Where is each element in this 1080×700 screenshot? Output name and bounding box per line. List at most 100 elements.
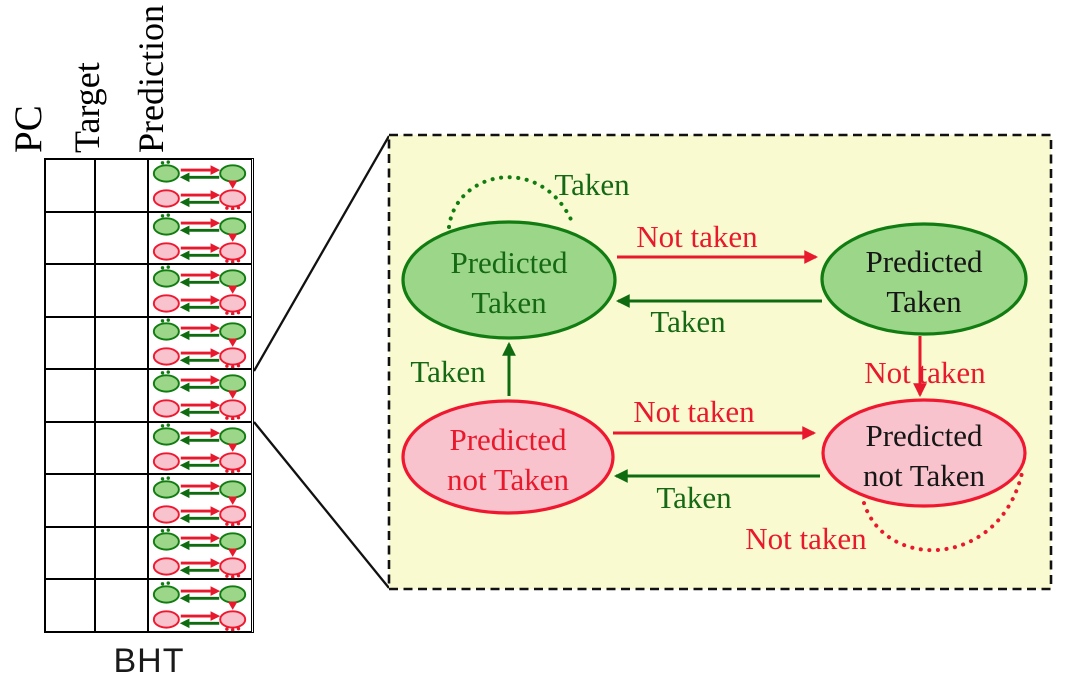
column-header-pc: PC [7, 105, 50, 153]
mini-down-arrow [227, 338, 238, 347]
two-bit-predictor-mini-fsm-icon [152, 528, 247, 579]
bht-cell-pc-row7 [45, 474, 95, 527]
mini-taken-selfloop-dots [160, 371, 165, 376]
bht-cell-prediction-row9 [148, 579, 252, 632]
mini-not-taken-arrow [210, 533, 221, 544]
bht-cell-target-row9 [95, 579, 148, 632]
mini-strong-taken-state [152, 374, 180, 394]
mini-taken-arrow [179, 540, 190, 551]
transition-label-weak-taken-to-strong-taken: Taken [650, 304, 726, 339]
state-label-predicted-taken-strong-line1: Predicted [450, 245, 568, 280]
mini-not-taken-arrow [210, 165, 221, 176]
mini-taken-arrow [179, 488, 190, 498]
two-bit-predictor-mini-fsm-icon [152, 213, 247, 263]
mini-strong-not-taken-state [152, 557, 180, 576]
mini-weak-taken-state [219, 532, 247, 551]
mini-weak-taken-state [219, 217, 247, 236]
transition-label-strong-not-taken-to-strong-taken: Taken [410, 354, 486, 389]
bht-cell-prediction-row2 [148, 211, 252, 265]
mini-not-taken-selfloop-dots [225, 521, 229, 526]
bht-cell-target-row6 [95, 421, 148, 475]
fsm-panel-background [387, 133, 1053, 591]
mini-down-arrow [227, 233, 238, 242]
mini-not-taken-arrow [210, 323, 221, 333]
mini-strong-not-taken-state [152, 347, 180, 366]
bht-cell-pc-row8 [45, 526, 95, 580]
mini-not-taken-selfloop-dots [225, 574, 229, 578]
two-bit-predictor-mini-fsm-icon [152, 475, 247, 526]
two-bit-predictor-mini-fsm-icon [152, 318, 247, 368]
mini-down-arrow [227, 548, 238, 558]
mini-taken-selfloop-dots [160, 213, 165, 218]
state-predicted-not-taken-strong [401, 399, 615, 515]
state-label-predicted-not-taken-weak-line1: Predicted [865, 418, 983, 453]
mini-not-taken-selfloop-dots [225, 259, 229, 263]
mini-not-taken-selfloop-dots [225, 311, 229, 316]
mini-taken-selfloop-dots [160, 529, 165, 533]
mini-strong-taken-state [152, 322, 180, 341]
mini-down-arrow [227, 443, 238, 452]
bht-cell-target-row3 [95, 264, 148, 317]
bht-cell-prediction-row3 [148, 264, 252, 317]
mini-not-taken-selfloop-dots [225, 627, 229, 631]
mini-taken-selfloop-dots [160, 161, 165, 165]
mini-taken-selfloop-dots [160, 476, 165, 481]
state-label-predicted-not-taken-strong-line2: not Taken [447, 462, 570, 497]
mini-weak-not-taken-state [219, 504, 247, 524]
mini-down-arrow [227, 286, 238, 295]
bht-cell-target-row1 [95, 159, 148, 212]
mini-strong-taken-state [152, 585, 180, 604]
mini-weak-not-taken-state [219, 189, 247, 208]
mini-strong-taken-state [152, 427, 180, 446]
mini-down-arrow [227, 180, 238, 190]
zoom-connector-lines [253, 135, 390, 589]
mini-not-taken-arrow [210, 586, 221, 596]
mini-down-arrow [227, 601, 238, 610]
mini-weak-taken-state [219, 269, 247, 288]
state-label-predicted-not-taken-weak-line2: not Taken [863, 458, 986, 493]
two-bit-predictor-mini-fsm-icon [152, 581, 247, 631]
two-bit-predictor-mini-fsm-icon [152, 160, 247, 211]
zoom-line-top [253, 135, 390, 372]
mini-not-taken-arrow [210, 375, 221, 386]
mini-strong-taken-state [152, 479, 180, 499]
mini-strong-not-taken-state [152, 189, 180, 208]
mini-taken-arrow [179, 225, 190, 235]
mini-weak-not-taken-state [219, 610, 247, 629]
two-bit-predictor-mini-fsm-icon [152, 370, 247, 421]
mini-weak-not-taken-state [219, 347, 247, 366]
bht-cell-prediction-row7 [148, 474, 252, 527]
bht-cell-pc-row5 [45, 369, 95, 422]
mini-strong-taken-state [152, 532, 180, 551]
bht-cell-prediction-row6 [148, 421, 252, 475]
two-bit-predictor-mini-fsm-icon [152, 423, 247, 474]
mini-taken-selfloop-dots [160, 266, 165, 270]
column-header-prediction: Prediction [131, 5, 171, 153]
transition-label-weak-taken-to-weak-not-taken: Not taken [864, 355, 986, 390]
mini-taken-selfloop-dots [160, 581, 165, 586]
mini-weak-not-taken-state [219, 242, 247, 261]
bht-cell-pc-row4 [45, 316, 95, 370]
mini-weak-not-taken-state [219, 294, 247, 313]
state-predicted-not-taken-weak [821, 398, 1027, 508]
mini-taken-selfloop-dots [160, 424, 165, 428]
mini-not-taken-arrow [210, 218, 221, 228]
bht-cell-prediction-row8 [148, 526, 252, 580]
zoom-line-bottom [253, 421, 390, 589]
bht-cell-prediction-row4 [148, 316, 252, 370]
column-header-target: Target [67, 62, 107, 153]
mini-down-arrow [227, 391, 238, 400]
mini-weak-taken-state [219, 374, 247, 394]
mini-not-taken-arrow [210, 480, 221, 491]
mini-taken-arrow [179, 277, 190, 288]
mini-not-taken-selfloop-dots [225, 206, 229, 211]
state-predicted-taken-weak [820, 222, 1028, 336]
bht-cell-pc-row2 [45, 211, 95, 265]
mini-down-arrow [227, 496, 238, 505]
bht-cell-pc-row9 [45, 579, 95, 632]
state-predicted-taken-strong [401, 220, 617, 340]
mini-not-taken-arrow [210, 428, 221, 438]
